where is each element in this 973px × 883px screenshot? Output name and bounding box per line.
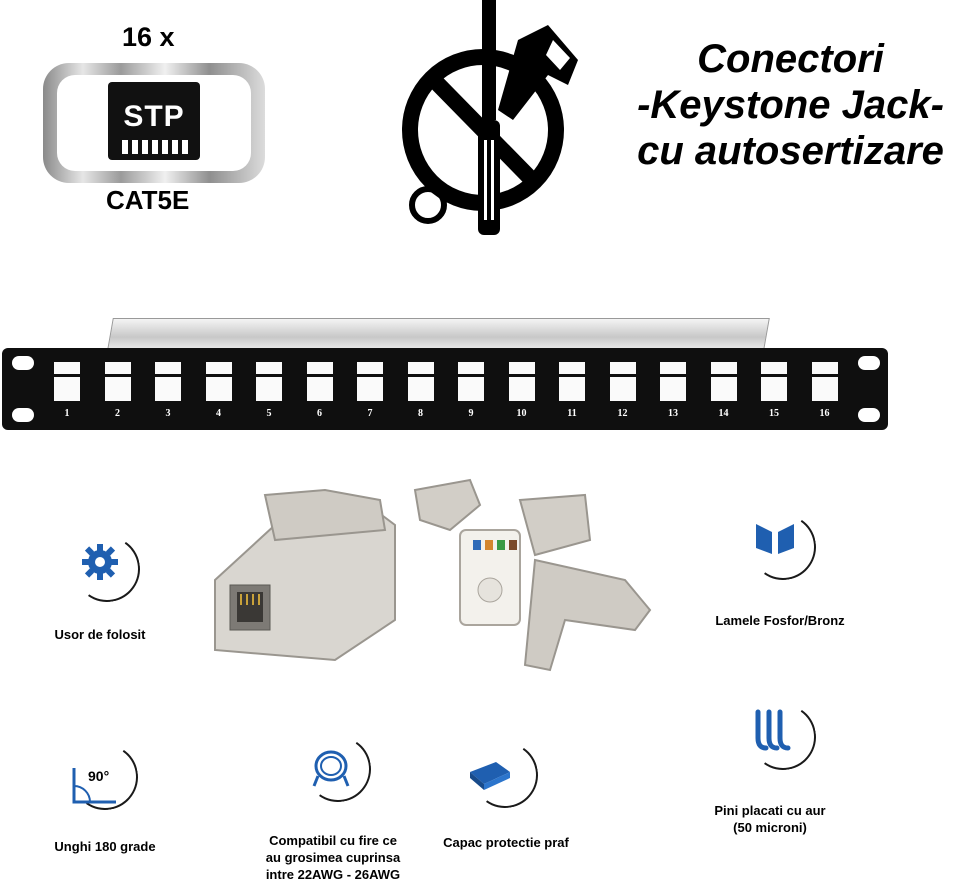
port-slot-bottom	[458, 377, 484, 401]
title-line-3: cu autosertizare	[637, 129, 944, 173]
port-number: 15	[769, 408, 779, 419]
dust-cap-icon	[470, 762, 510, 790]
title-line-1: Conectori	[697, 37, 884, 81]
port-slot-top	[660, 362, 686, 374]
port-number: 12	[617, 408, 628, 419]
port-slot-bottom	[306, 377, 333, 401]
port-slot-top	[155, 362, 181, 374]
port-slot-bottom	[508, 377, 535, 401]
port-slot-top	[458, 362, 484, 374]
panel-port: 9	[454, 358, 488, 419]
panel-port: 6	[303, 358, 337, 419]
stp-connector-icon: STP	[108, 82, 200, 160]
port-slot-bottom	[710, 377, 737, 401]
panel-port: 7	[353, 358, 387, 419]
port-slot-bottom	[155, 377, 181, 401]
angle-value: 90°	[88, 768, 110, 784]
panel-port: 14	[707, 358, 741, 419]
panel-port: 3	[151, 358, 185, 419]
panel-port: 15	[757, 358, 791, 419]
panel-port: 12	[606, 358, 640, 419]
port-number: 6	[317, 408, 322, 419]
feature-angle-label: Unghi 180 grade	[54, 839, 156, 854]
panel-port: 16	[808, 358, 842, 419]
feature-wires-line-1: Compatibil cu fire ce	[269, 833, 397, 848]
port-slot-bottom	[205, 377, 232, 401]
port-slot-bottom	[609, 377, 636, 401]
feature-cap-label: Capac protectie praf	[443, 835, 569, 850]
port-slot-bottom	[54, 377, 80, 401]
port-number: 3	[165, 408, 171, 419]
port-slot-bottom	[811, 377, 838, 401]
feature-wires-label: Compatibil cu fire ce au grosimea cuprin…	[248, 832, 418, 883]
gear-icon	[82, 544, 118, 580]
keystone-jack-image	[214, 478, 652, 672]
port-slot-top	[104, 362, 131, 374]
title-line-2: -Keystone Jack-	[637, 83, 944, 127]
product-title: Conectori -Keystone Jack- cu autosertiza…	[608, 36, 973, 174]
port-slot-bottom	[357, 377, 383, 401]
panel-port: 4	[202, 358, 236, 419]
panel-port: 10	[505, 358, 539, 419]
port-number: 10	[516, 408, 527, 419]
quantity-label: 16 x	[122, 22, 175, 52]
gold-pins-icon	[755, 709, 791, 751]
port-number: 16	[819, 408, 830, 419]
port-slot-bottom	[104, 377, 131, 401]
port-slot-top	[306, 362, 333, 374]
port-number: 1	[64, 408, 70, 419]
port-slot-top	[609, 362, 636, 374]
angle-icon	[72, 768, 116, 804]
feature-pins-line-1: Pini placati cu aur	[714, 803, 826, 818]
feature-pins-label: Pini placati cu aur (50 microni)	[690, 802, 850, 836]
port-slot-top	[811, 362, 838, 374]
port-number: 13	[668, 408, 678, 419]
cable-management-rail	[107, 318, 770, 350]
port-slot-top	[559, 362, 585, 374]
port-number: 9	[468, 408, 474, 419]
port-number: 8	[418, 408, 423, 419]
feature-wires-line-2: au grosimea cuprinsa	[265, 850, 401, 865]
panel-port: 8	[404, 358, 438, 419]
connector-pins-icon	[122, 140, 188, 154]
feature-easy-label: Usor de folosit	[54, 627, 146, 642]
port-slot-top	[407, 362, 434, 374]
cable-coil-icon	[312, 750, 350, 787]
port-slot-top	[710, 362, 737, 374]
port-number: 11	[567, 408, 577, 419]
port-number: 2	[115, 408, 120, 419]
stp-label: STP	[123, 100, 185, 133]
port-slot-bottom	[559, 377, 585, 401]
contact-blades-icon	[756, 524, 794, 554]
panel-port: 5	[252, 358, 286, 419]
panel-port: 13	[656, 358, 690, 419]
port-number: 7	[367, 408, 373, 419]
feature-wires-line-3: intre 22AWG - 26AWG	[265, 867, 401, 882]
port-slot-top	[54, 362, 80, 374]
no-tools-icon	[402, 0, 578, 235]
port-slot-bottom	[256, 377, 282, 401]
port-slot-bottom	[761, 377, 787, 401]
mount-hole	[12, 356, 34, 370]
port-number: 14	[718, 408, 729, 419]
panel-port: 1	[50, 358, 84, 419]
port-slot-top	[256, 362, 282, 374]
category-label: CAT5E	[106, 185, 190, 215]
mount-hole	[858, 408, 880, 422]
mount-hole	[12, 408, 34, 422]
mount-hole	[858, 356, 880, 370]
port-slot-bottom	[660, 377, 686, 401]
panel-port: 11	[555, 358, 589, 419]
feature-contacts-label: Lamele Fosfor/Bronz	[715, 613, 845, 628]
port-slot-top	[508, 362, 535, 374]
panel-port: 2	[101, 358, 135, 419]
port-slot-top	[205, 362, 232, 374]
port-slot-top	[761, 362, 787, 374]
feature-pins-line-2: (50 microni)	[733, 820, 807, 835]
port-slot-top	[357, 362, 383, 374]
port-number: 5	[266, 408, 272, 419]
port-number: 4	[216, 408, 221, 419]
port-slot-bottom	[407, 377, 434, 401]
